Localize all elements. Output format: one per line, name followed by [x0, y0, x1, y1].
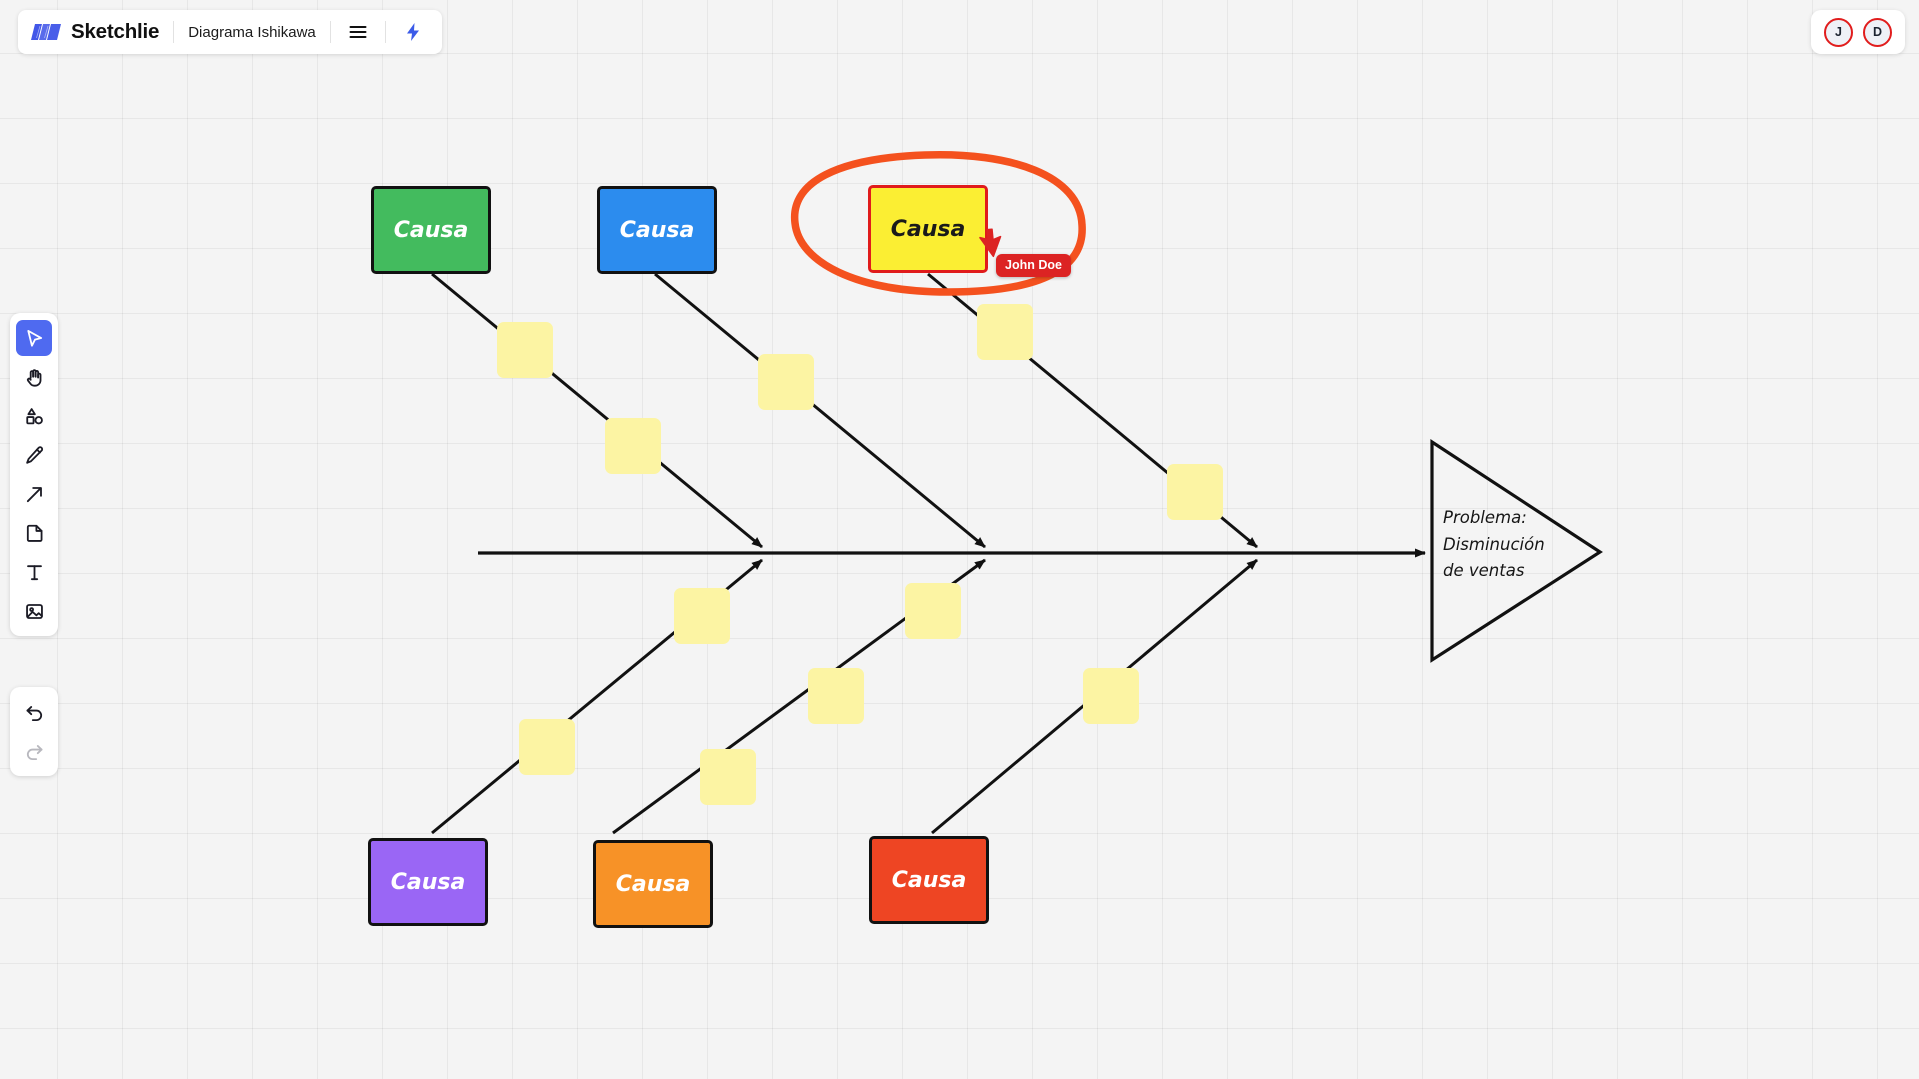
problem-line-1: Problema:: [1443, 508, 1527, 527]
sticky-note[interactable]: [519, 719, 575, 775]
image-icon: [25, 603, 43, 619]
text-tool[interactable]: [16, 554, 52, 590]
avatar-initial: J: [1835, 25, 1842, 39]
brand-name: Sketchlie: [71, 20, 160, 43]
avatar-initial: D: [1872, 25, 1883, 39]
cause-label: Causa: [891, 867, 967, 893]
shapes-icon: [25, 407, 43, 424]
rib-upper-1: [431, 272, 763, 549]
redo-arrow-icon: [26, 744, 42, 760]
undo-button[interactable]: [16, 694, 52, 730]
cursor-arrow-icon: [26, 329, 42, 347]
sticky-note[interactable]: [758, 354, 814, 410]
note-tool[interactable]: [16, 515, 52, 551]
history-panel: [10, 687, 58, 776]
sticky-note[interactable]: [1083, 668, 1139, 724]
document-title[interactable]: Diagrama Ishikawa: [188, 23, 316, 41]
pencil-tool[interactable]: [16, 437, 52, 473]
collaborator-avatars: J D: [1811, 10, 1905, 54]
undo-arrow-icon: [26, 705, 42, 721]
divider: [384, 21, 386, 43]
sticky-note[interactable]: [497, 322, 553, 378]
sticky-note[interactable]: [905, 583, 961, 639]
shapes-tool[interactable]: [16, 398, 52, 434]
lightning-bolt-icon[interactable]: [400, 19, 426, 45]
hamburger-menu-icon[interactable]: [345, 19, 371, 45]
sticky-note[interactable]: [605, 418, 661, 474]
avatar-d[interactable]: D: [1863, 17, 1892, 47]
cause-box-top-3-selected[interactable]: Causa: [868, 185, 988, 273]
cause-label: Causa: [619, 217, 695, 243]
divider: [329, 21, 331, 43]
problem-statement: Problema: Disminución de ventas: [1443, 505, 1593, 585]
cause-box-top-2[interactable]: Causa: [597, 186, 717, 274]
sticky-note[interactable]: [674, 588, 730, 644]
problem-line-2: Disminución: [1443, 534, 1545, 554]
hand-icon: [26, 368, 41, 387]
avatar-j[interactable]: J: [1824, 17, 1853, 47]
image-tool[interactable]: [16, 593, 52, 629]
top-toolbar: Sketchlie Diagrama Ishikawa: [18, 10, 442, 54]
hand-tool[interactable]: [16, 359, 52, 395]
tools-panel: [10, 313, 58, 636]
cause-label: Causa: [615, 871, 691, 897]
redo-button[interactable]: [16, 733, 52, 769]
rib-upper-2: [654, 272, 986, 549]
cause-box-bottom-2[interactable]: Causa: [593, 840, 713, 928]
note-icon: [26, 524, 42, 542]
sticky-note[interactable]: [808, 668, 864, 724]
problem-line-3: de ventas: [1443, 561, 1525, 581]
problem-triangle[interactable]: [1430, 439, 1603, 663]
cause-box-bottom-3[interactable]: Causa: [869, 836, 989, 924]
sticky-note[interactable]: [700, 749, 756, 805]
cause-label: Causa: [393, 217, 469, 243]
cause-label: Causa: [890, 216, 966, 242]
text-t-icon: [26, 564, 42, 580]
arrow-tool[interactable]: [16, 476, 52, 512]
divider: [173, 21, 175, 43]
sketchlie-logo-icon[interactable]: [30, 22, 62, 42]
pencil-icon: [25, 445, 43, 464]
arrow-diagonal-icon: [26, 486, 42, 502]
select-tool[interactable]: [16, 320, 52, 356]
sticky-note[interactable]: [1167, 464, 1223, 520]
cursor-name-label: John Doe: [996, 254, 1071, 277]
cause-label: Causa: [390, 869, 466, 895]
sticky-note[interactable]: [977, 304, 1033, 360]
cause-box-top-1[interactable]: Causa: [371, 186, 491, 274]
cause-box-bottom-1[interactable]: Causa: [368, 838, 488, 926]
